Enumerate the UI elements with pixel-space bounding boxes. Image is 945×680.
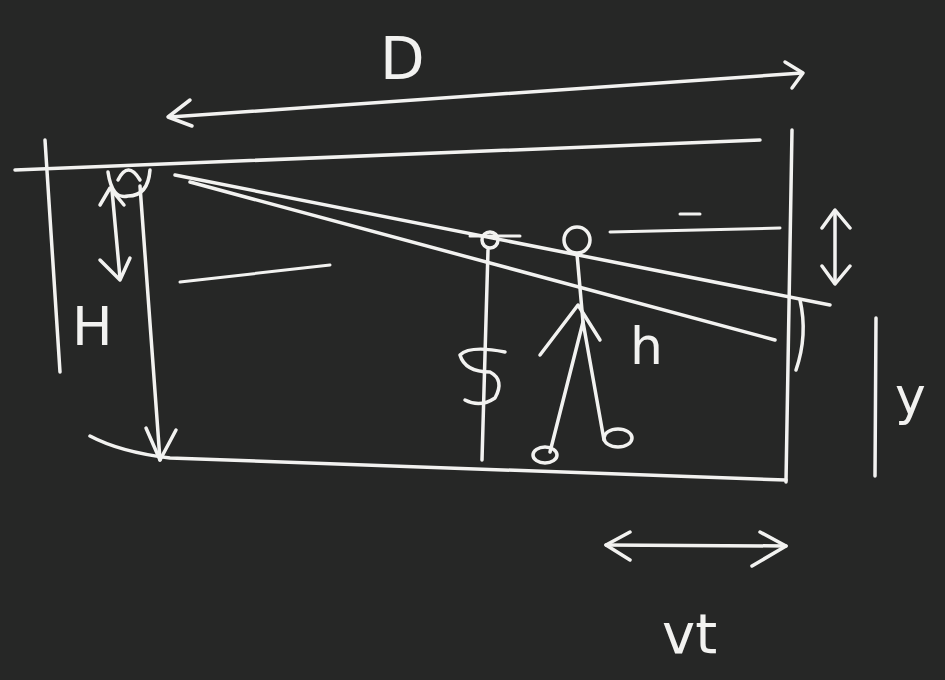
arrow-head [785,62,803,88]
figure-squiggle [460,349,505,403]
dash-line [180,265,330,282]
arrow-head [606,532,786,566]
floor-line [90,436,786,480]
arrow-head [100,258,130,280]
arrow-head [168,100,192,126]
left-wall [45,140,60,372]
arrow-head [100,188,124,205]
light-ray [190,182,775,340]
dimension-label: H [72,300,113,354]
arrow-head [822,210,850,284]
height-arrow [112,190,120,278]
dimension-label: vt [662,606,717,662]
person-arms [540,305,600,355]
dimension-label: y [895,370,926,422]
ceiling-line [15,140,760,170]
person-head [564,227,590,253]
person-foot [604,429,632,447]
dash-line [470,214,780,236]
person-foot [533,447,557,463]
gap-arrow [833,212,837,282]
figure-body [482,250,488,460]
height-arrow [140,186,160,460]
dimension-label: D [380,30,425,88]
right-wall [786,130,792,482]
shadow-height-bar [875,318,876,476]
person-legs [550,322,604,452]
light-ray [175,175,830,305]
dimension-arrow [170,73,802,117]
arrow-head [146,428,176,460]
dimension-label: h [630,320,663,372]
distance-arrow [606,545,786,546]
figure-head [482,232,498,248]
tick-mark [796,300,803,370]
